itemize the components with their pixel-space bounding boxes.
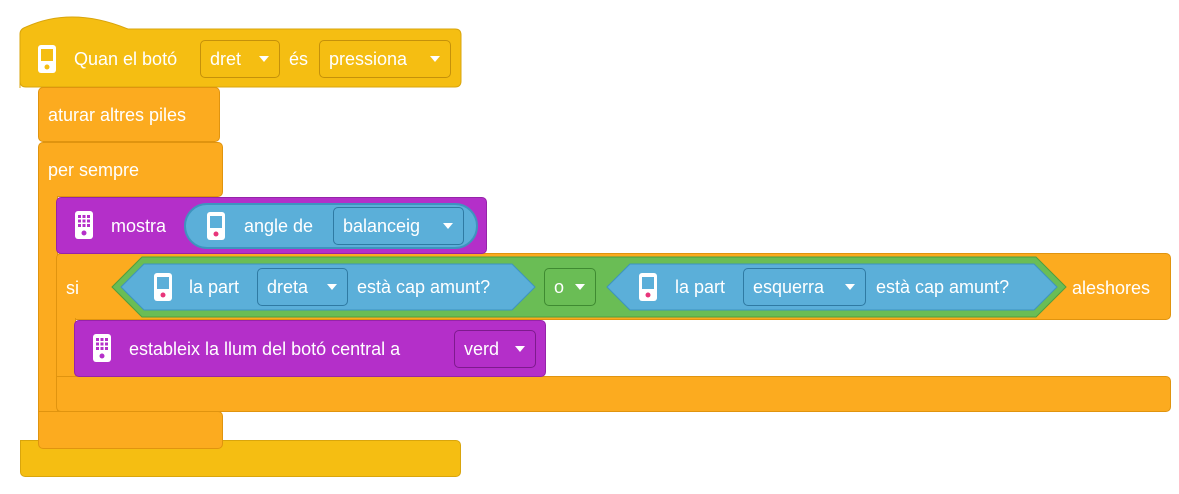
button-action-dropdown[interactable]: pressiona — [319, 40, 451, 78]
chevron-down-icon — [515, 346, 525, 352]
right-side-dropdown[interactable]: esquerra — [743, 268, 866, 306]
if-block-bottom[interactable] — [56, 376, 1171, 412]
dropdown-value: esquerra — [753, 277, 825, 297]
forever-block-top[interactable] — [38, 142, 223, 197]
hub-display-icon — [74, 210, 94, 240]
dropdown-value: dret — [210, 49, 242, 69]
if-block-side — [56, 318, 76, 378]
stop-other-stacks-block[interactable] — [38, 87, 220, 142]
hat-label-prefix: Quan el botó — [74, 49, 178, 69]
stop-block-label: aturar altres piles — [48, 105, 187, 125]
forever-block-side — [38, 196, 58, 412]
light-block-label: estableix la llum del botó central a — [129, 339, 401, 359]
dropdown-value: verd — [464, 339, 500, 359]
reporter-label: angle de — [244, 216, 314, 236]
hat-label-middle: és — [289, 49, 309, 69]
chevron-down-icon — [575, 284, 585, 290]
left-condition-label-before: la part — [189, 277, 240, 297]
hub-icon — [638, 272, 658, 302]
angle-type-dropdown[interactable]: balanceig — [333, 207, 464, 245]
light-color-dropdown[interactable]: verd — [454, 330, 536, 368]
hub-icon — [37, 44, 57, 74]
button-side-dropdown[interactable]: dret — [200, 40, 280, 78]
dropdown-value: balanceig — [343, 216, 421, 236]
chevron-down-icon — [259, 56, 269, 62]
right-condition-label-before: la part — [675, 277, 726, 297]
then-label: aleshores — [1072, 278, 1151, 298]
operator-dropdown[interactable]: o — [544, 268, 596, 306]
chevron-down-icon — [327, 284, 337, 290]
right-condition-label-after: està cap amunt? — [876, 277, 1010, 297]
chevron-down-icon — [845, 284, 855, 290]
forever-block-label: per sempre — [48, 160, 140, 180]
chevron-down-icon — [430, 56, 440, 62]
hub-display-icon — [92, 333, 112, 363]
dropdown-value: pressiona — [329, 49, 408, 69]
if-label: si — [66, 278, 79, 298]
show-block-label: mostra — [111, 216, 167, 236]
dropdown-value: o — [554, 277, 565, 297]
chevron-down-icon — [443, 223, 453, 229]
dropdown-value: dreta — [267, 277, 309, 297]
hub-icon — [153, 272, 173, 302]
hub-icon — [206, 211, 226, 241]
forever-block-bottom[interactable] — [38, 411, 223, 449]
left-side-dropdown[interactable]: dreta — [257, 268, 348, 306]
left-condition-label-after: està cap amunt? — [357, 277, 491, 297]
